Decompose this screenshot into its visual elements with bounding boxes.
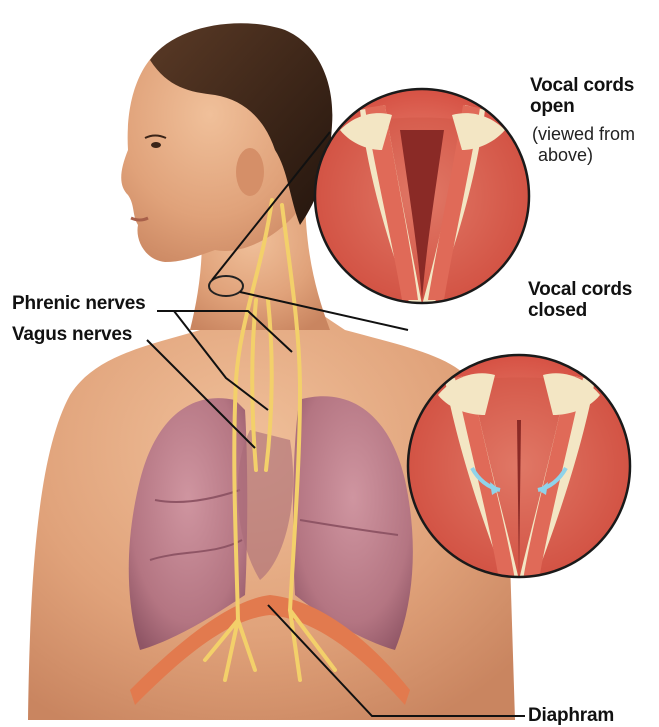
vocal-cords-open-view (315, 89, 530, 320)
label-vocal-cords-open-title-2: open (530, 96, 575, 117)
label-vocal-cords-closed-title-1: Vocal cords (528, 279, 632, 300)
label-vagus-nerves: Vagus nerves (12, 324, 132, 345)
label-phrenic-nerves: Phrenic nerves (12, 293, 145, 314)
label-vocal-cords-open-title-1: Vocal cords (530, 75, 634, 96)
label-vocal-cords-closed-title-2: closed (528, 300, 587, 321)
label-diaphragm: Diaphram (528, 705, 614, 726)
label-viewed-from-1: (viewed from (532, 124, 635, 144)
vocal-cords-closed-view (408, 355, 630, 580)
label-viewed-from-2: above) (538, 145, 593, 165)
ear (236, 148, 264, 196)
